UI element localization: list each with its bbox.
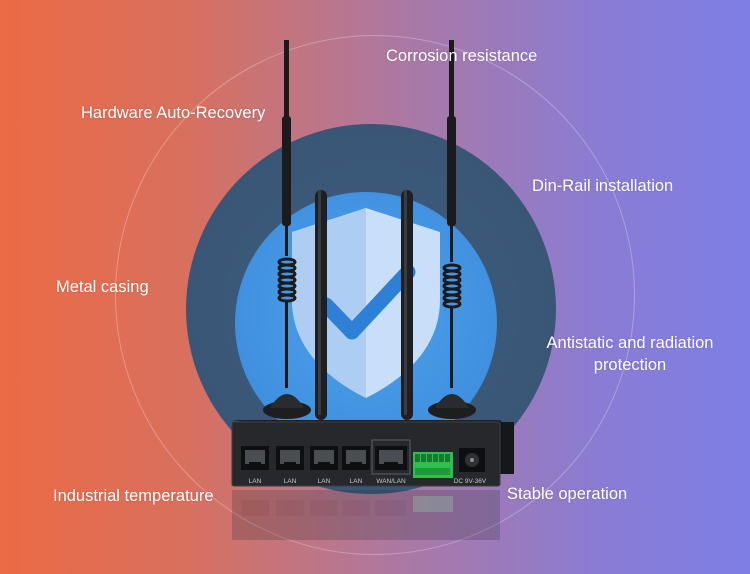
ethernet-port [241, 446, 269, 470]
feature-metal-casing: Metal casing [56, 278, 149, 296]
router-reflection [232, 490, 500, 540]
feature-hardware-auto-recovery: Hardware Auto-Recovery [81, 104, 266, 122]
terminal-block [413, 452, 453, 478]
whip-antenna-right [428, 40, 476, 419]
short-antenna-right [401, 190, 413, 420]
wan-port [375, 446, 407, 470]
ethernet-port [342, 446, 370, 470]
feature-corrosion-resistance: Corrosion resistance [386, 47, 538, 65]
port-label: LAN [350, 478, 363, 485]
port-label: LAN [284, 478, 297, 485]
feature-antistatic-radiation-protection: Antistatic and radiation protection [546, 334, 714, 374]
feature-stable-operation: Stable operation [507, 485, 628, 503]
feature-industrial-temperature: Industrial temperature [53, 487, 214, 505]
ethernet-port [310, 446, 338, 470]
port-label: LAN [318, 478, 331, 485]
wan-port-frame [371, 439, 411, 475]
short-antenna-left [315, 190, 327, 420]
shield-check-icon [292, 208, 440, 398]
dc-power-jack [459, 448, 485, 472]
power-label: DC 9V-36V [454, 478, 487, 485]
whip-antenna-left [263, 40, 311, 419]
port-label: WAN/LAN [376, 478, 406, 485]
port-label: LAN [249, 478, 262, 485]
orbit-ring [115, 35, 635, 555]
feature-din-rail-installation: Din-Rail installation [532, 177, 674, 195]
ethernet-port [276, 446, 304, 470]
